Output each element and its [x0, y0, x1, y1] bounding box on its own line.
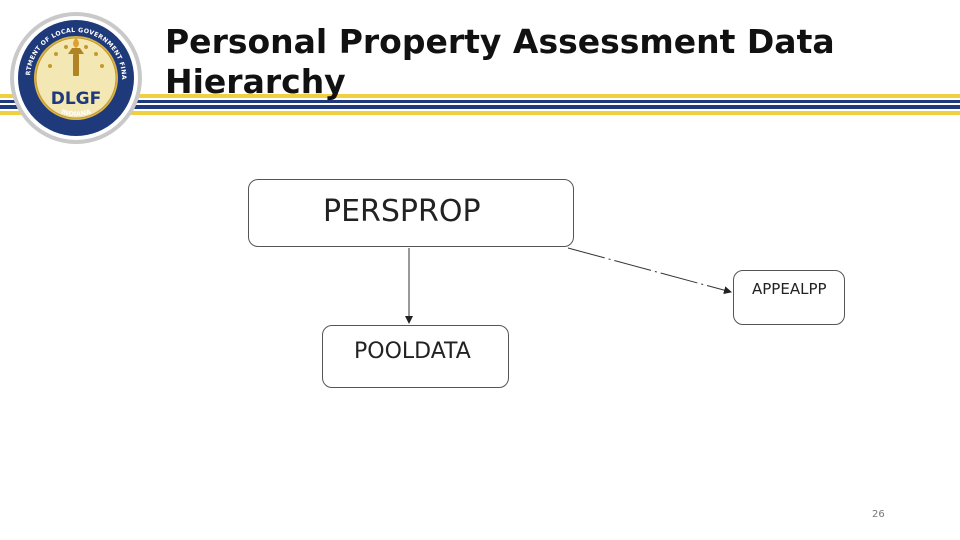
- node-perspro: PERSPROP: [248, 179, 574, 247]
- page-number: 26: [872, 509, 885, 520]
- node-pooldata-label: POOLDATA: [354, 339, 471, 364]
- node-pooldata: POOLDATA: [322, 325, 509, 388]
- seal-ring-bottom-text: INDIANA: [60, 108, 92, 119]
- slide-title-line-1: Personal Property Assessment Data: [165, 22, 835, 61]
- seal-abbreviation: DLGF: [51, 89, 102, 109]
- torch-icon: [68, 38, 84, 76]
- node-appealpp: APPEALPP: [733, 270, 845, 325]
- header-stripes: [0, 94, 960, 115]
- arrow-perspro-to-appealpp: [567, 247, 732, 295]
- slide-title: Personal Property Assessment Data Hierar…: [165, 22, 885, 102]
- slide-title-line-2: Hierarchy: [165, 62, 346, 101]
- dlgf-seal-logo: DLGF DEPARTMENT OF LOCAL GOVERNMENT FINA…: [8, 10, 142, 144]
- node-appealpp-label: APPEALPP: [752, 280, 827, 298]
- svg-text:INDIANA: INDIANA: [60, 108, 92, 119]
- node-perspro-label: PERSPROP: [323, 194, 481, 229]
